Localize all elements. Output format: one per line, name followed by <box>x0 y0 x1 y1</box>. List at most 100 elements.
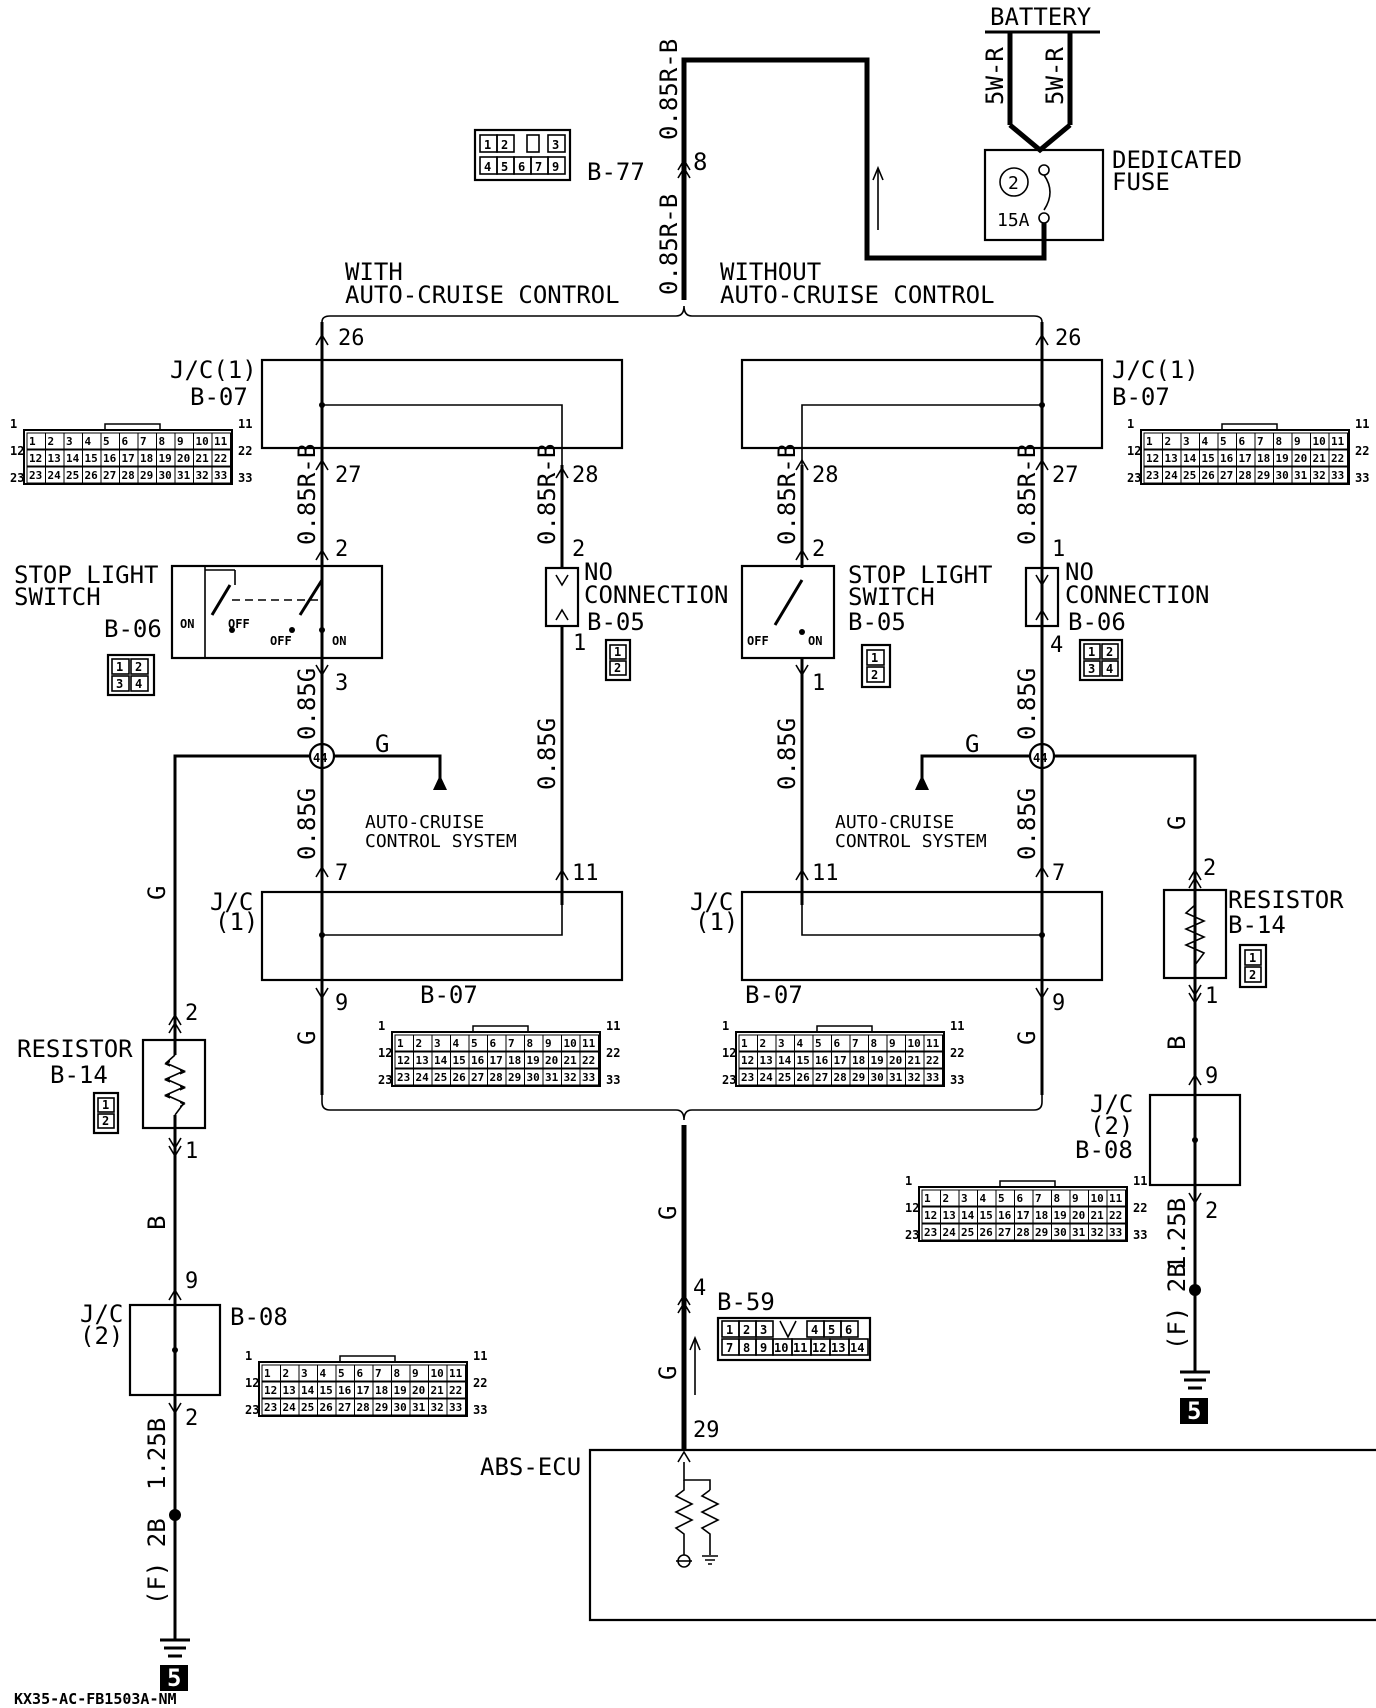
left-switch-line2: SWITCH <box>14 583 101 611</box>
dedicated-fuse: 2 15A DEDICATED FUSE <box>983 146 1242 242</box>
left-wire-rb: 0.85R-B <box>293 444 321 545</box>
battery-wire-left: 5W-R <box>981 47 1009 105</box>
left-switch-connector: B-06 <box>104 615 162 643</box>
left-jc2-pin-out: 2 <box>185 1406 198 1431</box>
right-resistor-pin-top: 2 <box>1203 856 1216 881</box>
left-switch-on2: ON <box>332 634 346 648</box>
abs-ecu-label: ABS-ECU <box>480 1453 581 1481</box>
left-splice-label: 44 <box>313 751 327 765</box>
svg-text:14: 14 <box>850 1341 864 1355</box>
right-switch-on: ON <box>808 634 822 648</box>
svg-text:3: 3 <box>116 677 123 691</box>
left-resistor-pin-bottom: 1 <box>185 1139 198 1164</box>
left-jc-pin-26: 26 <box>338 326 365 351</box>
svg-text:2: 2 <box>102 1114 109 1128</box>
abs-section: G 4 B-59 G 29 1 2 3 4 5 6 7 8 9 10 11 12… <box>321 1095 1376 1622</box>
b77-pin: 8 <box>693 148 707 176</box>
right-jc2-pin-in: 9 <box>1205 1064 1218 1089</box>
svg-text:8: 8 <box>743 1341 750 1355</box>
right-nc-line2: CONNECTION <box>1065 581 1210 609</box>
battery-label: BATTERY <box>990 3 1092 31</box>
branch-left-line2: AUTO-CRUISE CONTROL <box>345 281 620 309</box>
right-wire-b: B <box>1163 1036 1191 1050</box>
right-b14-connector: 1 2 <box>1238 943 1268 989</box>
svg-text:3: 3 <box>760 1323 767 1337</box>
svg-text:2: 2 <box>871 668 878 682</box>
svg-text:1: 1 <box>1249 951 1256 965</box>
left-jc1-connector-grid <box>9 416 254 486</box>
branch-right-line1: WITHOUT <box>720 258 821 286</box>
left-nc-box <box>544 566 580 628</box>
left-nc-line1: NO <box>584 558 613 586</box>
right-nc-line1: NO <box>1065 558 1094 586</box>
svg-text:6: 6 <box>845 1323 852 1337</box>
abs-pin-lower: 29 <box>693 1418 720 1443</box>
svg-text:4: 4 <box>484 160 491 174</box>
right-wire-g-main: G <box>1163 816 1191 830</box>
left-wire-g-low: G <box>293 1031 321 1045</box>
right-jc1-lower-grid <box>721 1018 966 1088</box>
right-switch-connector: B-05 <box>848 608 906 636</box>
right-jc-pin-27: 27 <box>1052 463 1079 488</box>
right-wire-125b: 1.25B <box>1163 1198 1191 1270</box>
branch-right-line2: AUTO-CRUISE CONTROL <box>720 281 995 309</box>
right-jc2-line2: (2) <box>1090 1112 1133 1140</box>
svg-text:3: 3 <box>1088 662 1095 676</box>
left-switch-on1: ON <box>180 617 194 631</box>
left-wire-g-main: G <box>143 886 171 900</box>
abs-wire-g-upper: G <box>654 1206 682 1220</box>
svg-text:2: 2 <box>501 138 508 152</box>
left-b06-connector: 1 2 3 4 <box>106 653 156 697</box>
left-resistor: RESISTOR B-14 2 1 1 2 B <box>17 1001 207 1230</box>
right-ground-wire: (F) 2B <box>1163 1263 1191 1350</box>
right-nc-connector: B-06 <box>1068 608 1126 636</box>
left-jc-pin-28: 28 <box>572 463 599 488</box>
left-nc-pin-top: 2 <box>572 537 585 562</box>
svg-text:11: 11 <box>793 1341 807 1355</box>
left-nc-pin-bottom: 1 <box>573 631 586 656</box>
feed-wire-upper: 0.85R-B <box>655 39 683 140</box>
svg-text:4: 4 <box>135 677 142 691</box>
left-jc-pin-9: 9 <box>335 991 348 1016</box>
left-wire-g-cruise: G <box>375 730 389 758</box>
left-stop-switch-box <box>170 564 384 660</box>
left-jc-pin-11: 11 <box>572 861 599 886</box>
svg-text:5: 5 <box>501 160 508 174</box>
right-jc1-lower-label2: (1) <box>695 908 738 936</box>
right-resistor-label: RESISTOR <box>1228 886 1344 914</box>
right-sw-wire-rb: 0.85R-B <box>773 444 801 545</box>
right-switch-line2: SWITCH <box>848 583 935 611</box>
left-resistor-label: RESISTOR <box>17 1035 133 1063</box>
left-switch-pin-bottom: 3 <box>335 671 348 696</box>
svg-text:7: 7 <box>726 1341 733 1355</box>
feed-wire-lower: 0.85R-B <box>655 194 683 295</box>
right-wire-g-low: G <box>1013 1031 1041 1045</box>
left-resistor-pin-top: 2 <box>185 1001 198 1026</box>
left-wire-125b: 1.25B <box>143 1418 171 1490</box>
right-jc1-label: J/C(1) <box>1112 356 1199 384</box>
left-jc2-line2: (2) <box>80 1322 123 1350</box>
left-nc-wire-rb: 0.85R-B <box>533 444 561 545</box>
left-wire-085g-b: 0.85G <box>293 788 321 860</box>
right-jc1-lower-label1: J/C <box>690 888 733 916</box>
svg-text:1: 1 <box>116 660 123 674</box>
b77-label: B-77 <box>587 158 645 186</box>
right-switch-line1: STOP LIGHT <box>848 561 993 589</box>
right-jc2-connector: B-08 <box>1075 1136 1133 1164</box>
svg-text:3: 3 <box>552 138 559 152</box>
fuse-rating: 15A <box>997 210 1030 231</box>
fuse-number: 2 <box>1008 173 1019 194</box>
right-jc-pin-26: 26 <box>1055 326 1082 351</box>
right-branch: 26 J/C(1) B-07 27 0.85R-B 28 0.85R-B 2 O… <box>690 322 1371 1425</box>
left-ground-symbol: 5 <box>167 1664 181 1692</box>
svg-text:9: 9 <box>760 1341 767 1355</box>
right-jc1-lower-box <box>740 890 1104 982</box>
right-jc1-lower-connector: B-07 <box>745 981 803 1009</box>
right-jc-pin-28: 28 <box>812 463 839 488</box>
svg-text:7: 7 <box>535 160 542 174</box>
left-jc1-lower-label2: (1) <box>215 908 258 936</box>
footer-code: KX35-AC-FB1503A-NM <box>14 1690 177 1708</box>
svg-text:12: 12 <box>812 1341 826 1355</box>
svg-text:1: 1 <box>1088 645 1095 659</box>
svg-text:2: 2 <box>614 661 621 675</box>
